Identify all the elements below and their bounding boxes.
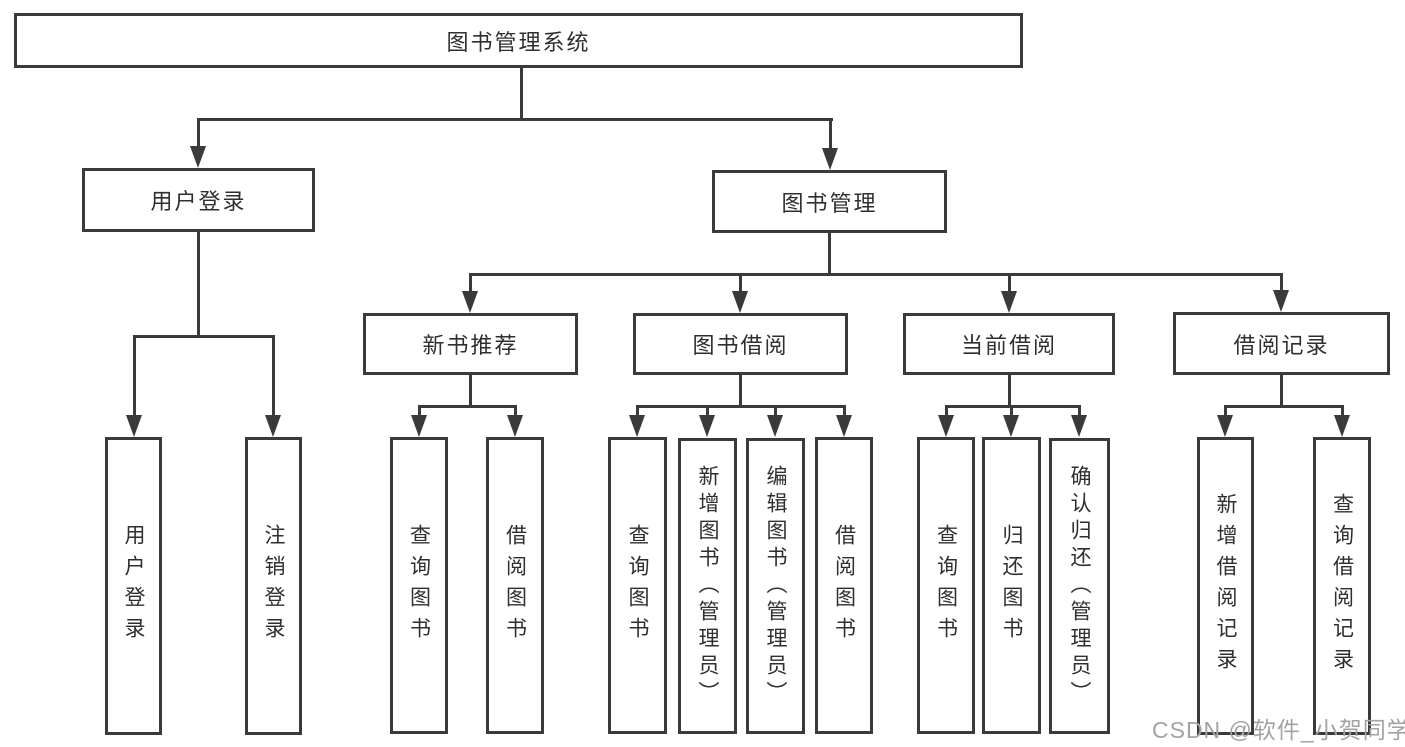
leaf-query-books-recommend: 查询图书 xyxy=(390,437,448,734)
node-book-borrowing: 图书借阅 xyxy=(633,313,848,375)
user-login-trunk-line xyxy=(197,232,200,335)
book-management-branch-bar xyxy=(469,273,1282,276)
new-book-recommend-branch-bar xyxy=(418,405,517,408)
leaf-query-books-borrowing: 查询图书 xyxy=(608,437,667,734)
leaf-return-book-label: 归还图书 xyxy=(1000,523,1023,648)
drop-line-book-borrowing xyxy=(739,273,742,295)
leaf-edit-book-admin-label: 编辑图书（管理员） xyxy=(764,464,787,708)
drop-line-new-book-recommend xyxy=(469,273,472,295)
leaf-query-books-borrowing-label: 查询图书 xyxy=(626,523,649,648)
leaf-user-login: 用户登录 xyxy=(105,437,162,735)
arrowhead-leaf-logout xyxy=(265,415,281,437)
arrowhead-add-book-admin xyxy=(699,415,715,437)
current-borrowing-trunk-line xyxy=(1008,375,1011,405)
node-new-book-recommend: 新书推荐 xyxy=(363,313,578,375)
leaf-query-books-current-label: 查询图书 xyxy=(934,523,958,648)
arrowhead-current-borrowing xyxy=(1001,291,1017,313)
arrowhead-query-borrow-record xyxy=(1334,415,1350,437)
drop-line-borrow-books-recommend xyxy=(514,405,517,417)
arrowhead-query-books-current xyxy=(938,415,954,437)
arrowhead-borrowing-records xyxy=(1273,290,1289,312)
node-borrowing-records: 借阅记录 xyxy=(1173,312,1390,375)
arrowhead-borrow-books-recommend xyxy=(507,415,523,437)
leaf-borrow-books-recommend-label: 借阅图书 xyxy=(503,523,527,648)
drop-line-book-management xyxy=(829,118,832,152)
leaf-confirm-return-admin-label: 确认归还（管理员） xyxy=(1068,464,1091,708)
leaf-add-borrow-record-label: 新增借阅记录 xyxy=(1214,493,1237,679)
drop-line-query-books-current xyxy=(945,405,948,417)
leaf-confirm-return-admin: 确认归还（管理员） xyxy=(1049,438,1110,734)
drop-line-borrowing-records xyxy=(1280,273,1283,295)
leaf-edit-book-admin: 编辑图书（管理员） xyxy=(746,438,805,734)
arrowhead-user-login xyxy=(190,146,206,168)
arrowhead-add-borrow-record xyxy=(1217,415,1233,437)
arrowhead-borrow-books-borrowing xyxy=(836,415,852,437)
drop-line-borrow-books-borrowing xyxy=(843,405,846,417)
leaf-query-borrow-record: 查询借阅记录 xyxy=(1313,437,1371,735)
node-library-system: 图书管理系统 xyxy=(14,13,1023,68)
arrowhead-leaf-user-login xyxy=(126,415,142,437)
node-current-borrowing: 当前借阅 xyxy=(903,313,1115,375)
drop-line-leaf-logout xyxy=(272,335,275,417)
node-user-login: 用户登录 xyxy=(82,168,315,232)
leaf-add-book-admin-label: 新增图书（管理员） xyxy=(696,464,719,708)
arrowhead-query-books-recommend xyxy=(411,415,427,437)
drop-line-return-book xyxy=(1010,405,1013,417)
leaf-query-books-current: 查询图书 xyxy=(917,437,975,734)
leaf-logout: 注销登录 xyxy=(245,437,302,735)
drop-line-query-borrow-record xyxy=(1341,405,1344,417)
drop-line-confirm-return-admin xyxy=(1078,405,1081,417)
node-book-management: 图书管理 xyxy=(712,170,947,233)
drop-line-user-login xyxy=(197,118,200,150)
leaf-add-book-admin: 新增图书（管理员） xyxy=(678,438,737,734)
root-trunk-line xyxy=(520,68,523,118)
arrowhead-edit-book-admin xyxy=(767,415,783,437)
arrowhead-book-borrowing xyxy=(732,291,748,313)
borrowing-records-trunk-line xyxy=(1280,375,1283,405)
root-branch-bar xyxy=(197,118,833,121)
leaf-add-borrow-record: 新增借阅记录 xyxy=(1197,437,1254,735)
leaf-borrow-books-recommend: 借阅图书 xyxy=(486,437,544,734)
book-management-trunk-line xyxy=(828,233,831,273)
leaf-query-borrow-record-label: 查询借阅记录 xyxy=(1330,493,1354,679)
drop-line-leaf-user-login xyxy=(133,335,136,417)
arrowhead-query-books-borrowing xyxy=(629,415,645,437)
user-login-branch-bar xyxy=(133,335,274,338)
csdn-watermark: CSDN @软件_小贺同学 xyxy=(1152,717,1405,743)
drop-line-query-books-borrowing xyxy=(636,405,639,417)
arrowhead-new-book-recommend xyxy=(462,291,478,313)
drop-line-query-books-recommend xyxy=(418,405,421,417)
borrowing-records-branch-bar xyxy=(1224,405,1343,408)
leaf-return-book: 归还图书 xyxy=(982,437,1041,734)
drop-line-add-borrow-record xyxy=(1224,405,1227,417)
drop-line-current-borrowing xyxy=(1008,273,1011,295)
leaf-borrow-books-borrowing: 借阅图书 xyxy=(815,437,873,734)
leaf-borrow-books-borrowing-label: 借阅图书 xyxy=(832,523,856,648)
leaf-query-books-recommend-label: 查询图书 xyxy=(407,523,431,648)
arrowhead-confirm-return-admin xyxy=(1071,415,1087,437)
arrowhead-return-book xyxy=(1003,415,1019,437)
arrowhead-book-management xyxy=(822,148,838,170)
book-borrowing-trunk-line xyxy=(739,375,742,405)
leaf-logout-label: 注销登录 xyxy=(262,524,285,648)
book-borrowing-branch-bar xyxy=(636,405,845,408)
leaf-user-login-label: 用户登录 xyxy=(122,524,145,648)
drop-line-add-book-admin xyxy=(706,405,709,417)
new-book-recommend-trunk-line xyxy=(469,375,472,405)
drop-line-edit-book-admin xyxy=(774,405,777,417)
